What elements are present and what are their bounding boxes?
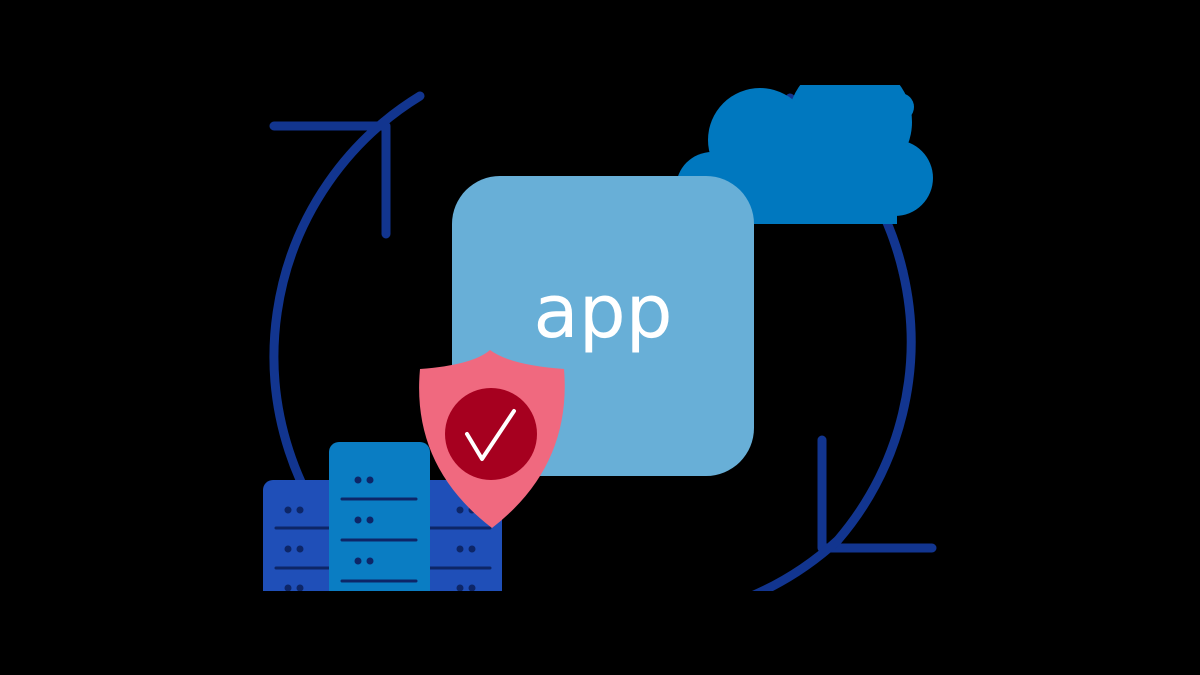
left-arrow-head <box>269 121 391 239</box>
shield-badge <box>445 388 537 480</box>
app-label: app <box>533 269 672 355</box>
server-rack-icon <box>263 442 502 591</box>
right-cycle-arc <box>833 267 916 545</box>
right-arrow-head <box>817 435 937 553</box>
check-mark-icon <box>465 409 516 461</box>
server-rack-center <box>329 442 430 591</box>
shield-check-icon <box>419 350 565 528</box>
bottom-cycle-arc <box>751 535 843 591</box>
